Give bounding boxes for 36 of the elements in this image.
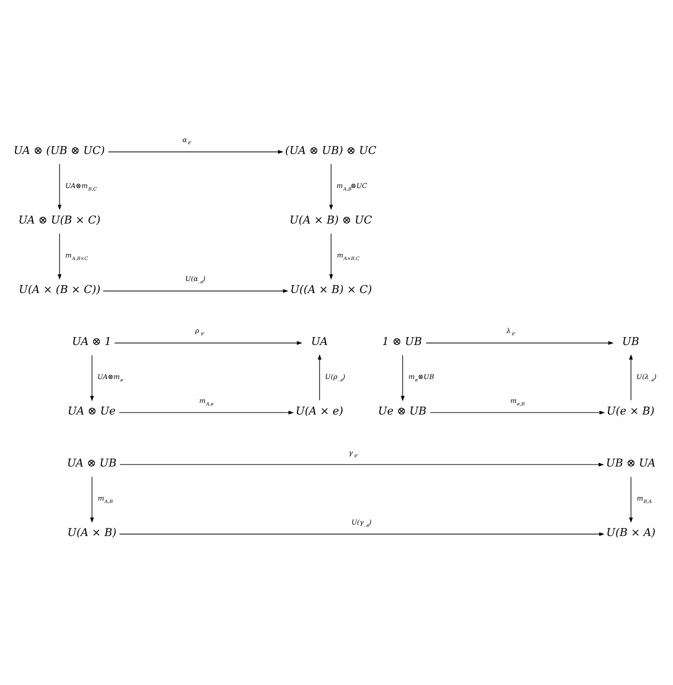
arrow	[114, 340, 302, 344]
node-text: U(A × e)	[296, 404, 344, 417]
node-text: U(e × B)	[606, 404, 654, 417]
node-text: UA ⊗ 1	[72, 334, 112, 348]
node-text: UB ⊗ UA	[606, 456, 656, 469]
node-text: UA ⊗ Ue	[68, 404, 116, 417]
arrow	[629, 476, 633, 522]
arrow	[119, 532, 605, 536]
arrow	[58, 232, 62, 280]
node-text: UA ⊗ UB	[67, 456, 117, 469]
node-text: U((A × B) × C)	[290, 282, 372, 296]
node-text: UA ⊗ (UB ⊗ UC)	[14, 143, 105, 156]
node-text: Ue ⊗ UB	[378, 404, 426, 417]
arrow	[58, 163, 62, 210]
arrow	[90, 354, 94, 401]
arrow	[102, 288, 288, 292]
node-text: UA ⊗ U(B × C)	[18, 212, 100, 226]
arrow	[400, 354, 405, 401]
arrow	[108, 149, 284, 154]
arrow	[329, 163, 333, 210]
arrow	[120, 462, 604, 466]
node-text: 1 ⊗ UB	[382, 334, 422, 348]
arrow	[318, 354, 322, 400]
arrow	[329, 232, 333, 280]
arrow	[90, 476, 94, 522]
node-text: UA	[311, 334, 328, 348]
node-text: U(A × (B × C))	[18, 282, 100, 296]
arrow	[426, 340, 614, 344]
arrow	[430, 410, 605, 414]
node-text: U(A × B)	[67, 526, 117, 539]
node-text: (UA ⊗ UB) ⊗ UC	[285, 143, 376, 156]
node-text: U(A × B) ⊗ UC	[290, 212, 372, 226]
node-text: U(B × A)	[606, 526, 656, 539]
arrow	[118, 410, 294, 414]
node-text: UB	[622, 334, 640, 348]
arrow	[629, 354, 633, 400]
